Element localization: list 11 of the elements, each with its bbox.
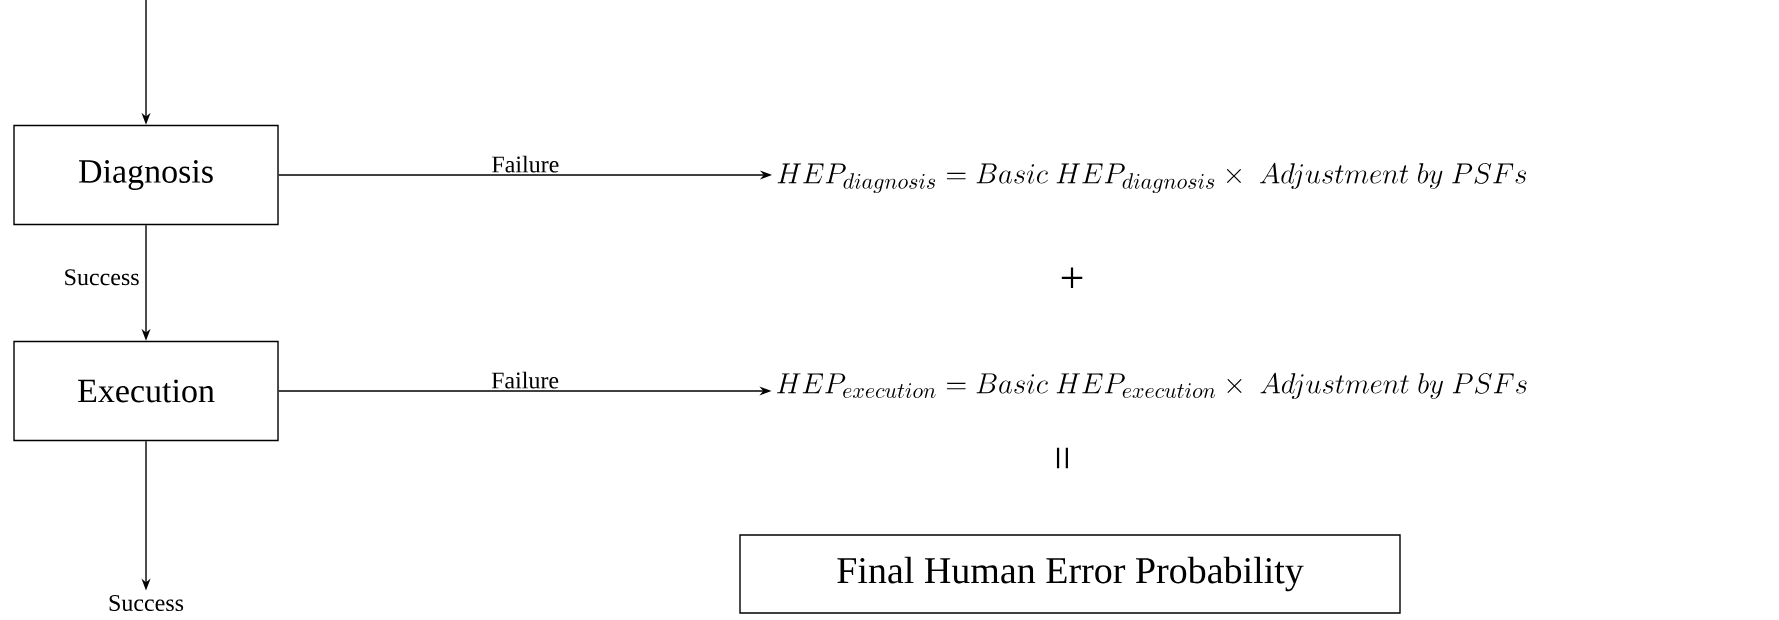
- formula: $HEP_{execution} = Basic\ HEP_{execution} \times\ Adjustment\ by\ PSFs$: [777, 372, 1527, 400]
- process-box: Execution: [13, 340, 279, 442]
- process-box: Diagnosis: [13, 124, 279, 226]
- edge-label: Failure: [491, 371, 559, 389]
- formula: $HEP_{diagnosis} = Basic\ HEP_{diagnosis} \times\ Adjustment\ by\ PSFs$: [777, 162, 1527, 193]
- operator-sign: +: [1061, 267, 1083, 289]
- edge-label: Failure: [492, 155, 559, 173]
- edge-label: Success: [65, 269, 139, 286]
- operator-sign: =: [1056, 447, 1068, 469]
- result-box: Final Human Error Probability: [739, 534, 1401, 614]
- outcome-text: Success: [109, 594, 184, 612]
